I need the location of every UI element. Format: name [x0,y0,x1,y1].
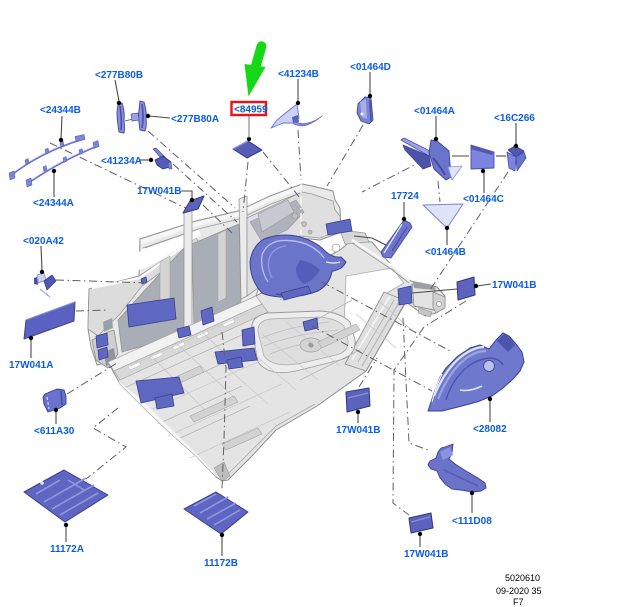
svg-text:17W041A: 17W041A [9,360,53,371]
svg-text:<01464B: <01464B [425,247,466,258]
svg-text:<84959: <84959 [234,105,268,116]
svg-text:09-2020 35: 09-2020 35 [496,586,542,596]
svg-text:<16C266: <16C266 [494,113,535,124]
svg-text:<277B80A: <277B80A [171,114,219,125]
svg-text:17W041B: 17W041B [492,280,536,291]
svg-text:<41234B: <41234B [278,69,319,80]
svg-text:<01464C: <01464C [463,194,504,205]
svg-text:<277B80B: <277B80B [95,70,143,81]
svg-text:17W041B: 17W041B [137,186,181,197]
svg-text:17W041B: 17W041B [336,425,380,436]
svg-text:<020A42: <020A42 [23,236,64,247]
svg-text:<24344B: <24344B [40,105,81,116]
svg-text:17W041B: 17W041B [404,549,448,560]
svg-text:<01464D: <01464D [350,62,391,73]
svg-text:F7: F7 [513,597,524,607]
svg-text:<28082: <28082 [473,424,507,435]
svg-text:<01464A: <01464A [414,106,455,117]
svg-text:11172B: 11172B [204,558,238,569]
svg-text:<611A30: <611A30 [34,426,75,437]
svg-text:<111D08: <111D08 [452,516,492,527]
svg-text:<41234A: <41234A [101,156,142,167]
svg-text:<24344A: <24344A [33,198,74,209]
svg-text:17724: 17724 [391,191,419,202]
svg-text:11172A: 11172A [50,544,84,555]
svg-text:5020610: 5020610 [505,573,540,583]
